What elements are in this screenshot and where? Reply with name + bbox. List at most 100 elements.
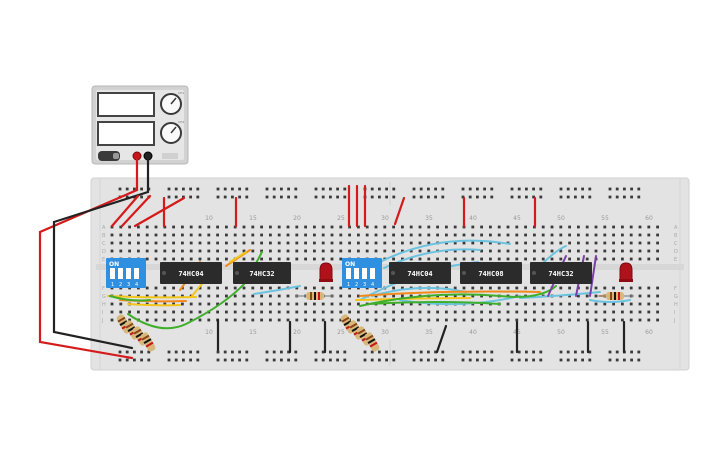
hole[interactable]: [629, 318, 633, 322]
hole[interactable]: [568, 233, 571, 237]
hole[interactable]: [374, 225, 378, 229]
hole[interactable]: [656, 294, 659, 298]
power-supply[interactable]: CH1 CH2: [91, 85, 189, 165]
hole[interactable]: [181, 257, 184, 261]
hole[interactable]: [427, 310, 431, 314]
hole[interactable]: [216, 286, 219, 290]
hole[interactable]: [242, 225, 246, 229]
dip-toggle[interactable]: [354, 268, 359, 279]
hole[interactable]: [287, 187, 290, 191]
hole[interactable]: [427, 249, 431, 253]
hole[interactable]: [559, 302, 563, 306]
hole[interactable]: [621, 302, 624, 306]
hole[interactable]: [189, 358, 192, 362]
hole[interactable]: [233, 286, 237, 290]
hole[interactable]: [392, 350, 396, 354]
hole[interactable]: [574, 187, 577, 191]
hole[interactable]: [615, 350, 619, 354]
hole[interactable]: [198, 286, 202, 290]
wire-green[interactable]: [369, 301, 501, 305]
hole[interactable]: [515, 233, 519, 237]
hole[interactable]: [489, 318, 492, 322]
hole[interactable]: [207, 225, 211, 229]
hole[interactable]: [339, 302, 343, 306]
hole[interactable]: [348, 241, 351, 245]
hole[interactable]: [497, 318, 501, 322]
hole[interactable]: [163, 225, 167, 229]
wire-blue[interactable]: [589, 299, 631, 303]
hole[interactable]: [524, 241, 527, 245]
hole[interactable]: [251, 318, 255, 322]
wire-yellow[interactable]: [127, 303, 181, 307]
hole[interactable]: [163, 286, 167, 290]
hole[interactable]: [471, 241, 475, 245]
hole[interactable]: [524, 257, 527, 261]
hole[interactable]: [515, 318, 519, 322]
hole[interactable]: [434, 358, 437, 362]
wire-yellow[interactable]: [107, 295, 197, 299]
hole[interactable]: [233, 294, 237, 298]
hole[interactable]: [637, 195, 641, 199]
hole[interactable]: [525, 358, 528, 362]
hole[interactable]: [223, 187, 227, 191]
hole[interactable]: [163, 310, 167, 314]
hole[interactable]: [566, 358, 570, 362]
hole[interactable]: [265, 358, 269, 362]
hole[interactable]: [533, 310, 536, 314]
hole[interactable]: [574, 350, 577, 354]
hole[interactable]: [612, 310, 615, 314]
hole[interactable]: [517, 187, 521, 191]
hole[interactable]: [637, 358, 641, 362]
hole[interactable]: [269, 249, 272, 253]
hole[interactable]: [630, 195, 633, 199]
hole[interactable]: [313, 225, 316, 229]
wire-red[interactable]: [393, 196, 406, 226]
hole[interactable]: [321, 241, 325, 245]
hole[interactable]: [245, 195, 249, 199]
hole[interactable]: [321, 358, 325, 362]
hole[interactable]: [196, 358, 200, 362]
hole[interactable]: [140, 187, 143, 191]
hole[interactable]: [163, 249, 167, 253]
hole[interactable]: [260, 294, 263, 298]
hole[interactable]: [476, 195, 479, 199]
hole[interactable]: [182, 187, 185, 191]
hole[interactable]: [612, 233, 615, 237]
hole[interactable]: [269, 233, 272, 237]
hole[interactable]: [489, 233, 492, 237]
hole[interactable]: [314, 350, 318, 354]
hole[interactable]: [401, 249, 404, 253]
hole[interactable]: [471, 233, 475, 237]
hole[interactable]: [110, 241, 114, 245]
hole[interactable]: [216, 195, 220, 199]
hole[interactable]: [581, 195, 584, 199]
hole[interactable]: [198, 241, 202, 245]
hole[interactable]: [172, 225, 175, 229]
hole[interactable]: [167, 195, 171, 199]
hole[interactable]: [137, 294, 140, 298]
hole[interactable]: [383, 318, 387, 322]
hole[interactable]: [497, 310, 501, 314]
hole[interactable]: [321, 225, 325, 229]
hole[interactable]: [638, 294, 642, 298]
hole[interactable]: [336, 350, 339, 354]
hole[interactable]: [585, 257, 589, 261]
wire-blue[interactable]: [253, 285, 301, 295]
hole[interactable]: [476, 350, 479, 354]
hole[interactable]: [181, 294, 184, 298]
hole[interactable]: [295, 286, 299, 290]
hole[interactable]: [125, 195, 129, 199]
hole[interactable]: [304, 302, 307, 306]
hole[interactable]: [629, 225, 633, 229]
hole[interactable]: [110, 249, 114, 253]
hole[interactable]: [434, 195, 437, 199]
hole[interactable]: [172, 249, 175, 253]
hole[interactable]: [295, 310, 299, 314]
hole[interactable]: [541, 225, 545, 229]
hole[interactable]: [409, 249, 413, 253]
hole[interactable]: [541, 249, 545, 253]
hole[interactable]: [489, 257, 492, 261]
hole[interactable]: [385, 187, 388, 191]
hole[interactable]: [225, 302, 228, 306]
hole[interactable]: [497, 233, 501, 237]
